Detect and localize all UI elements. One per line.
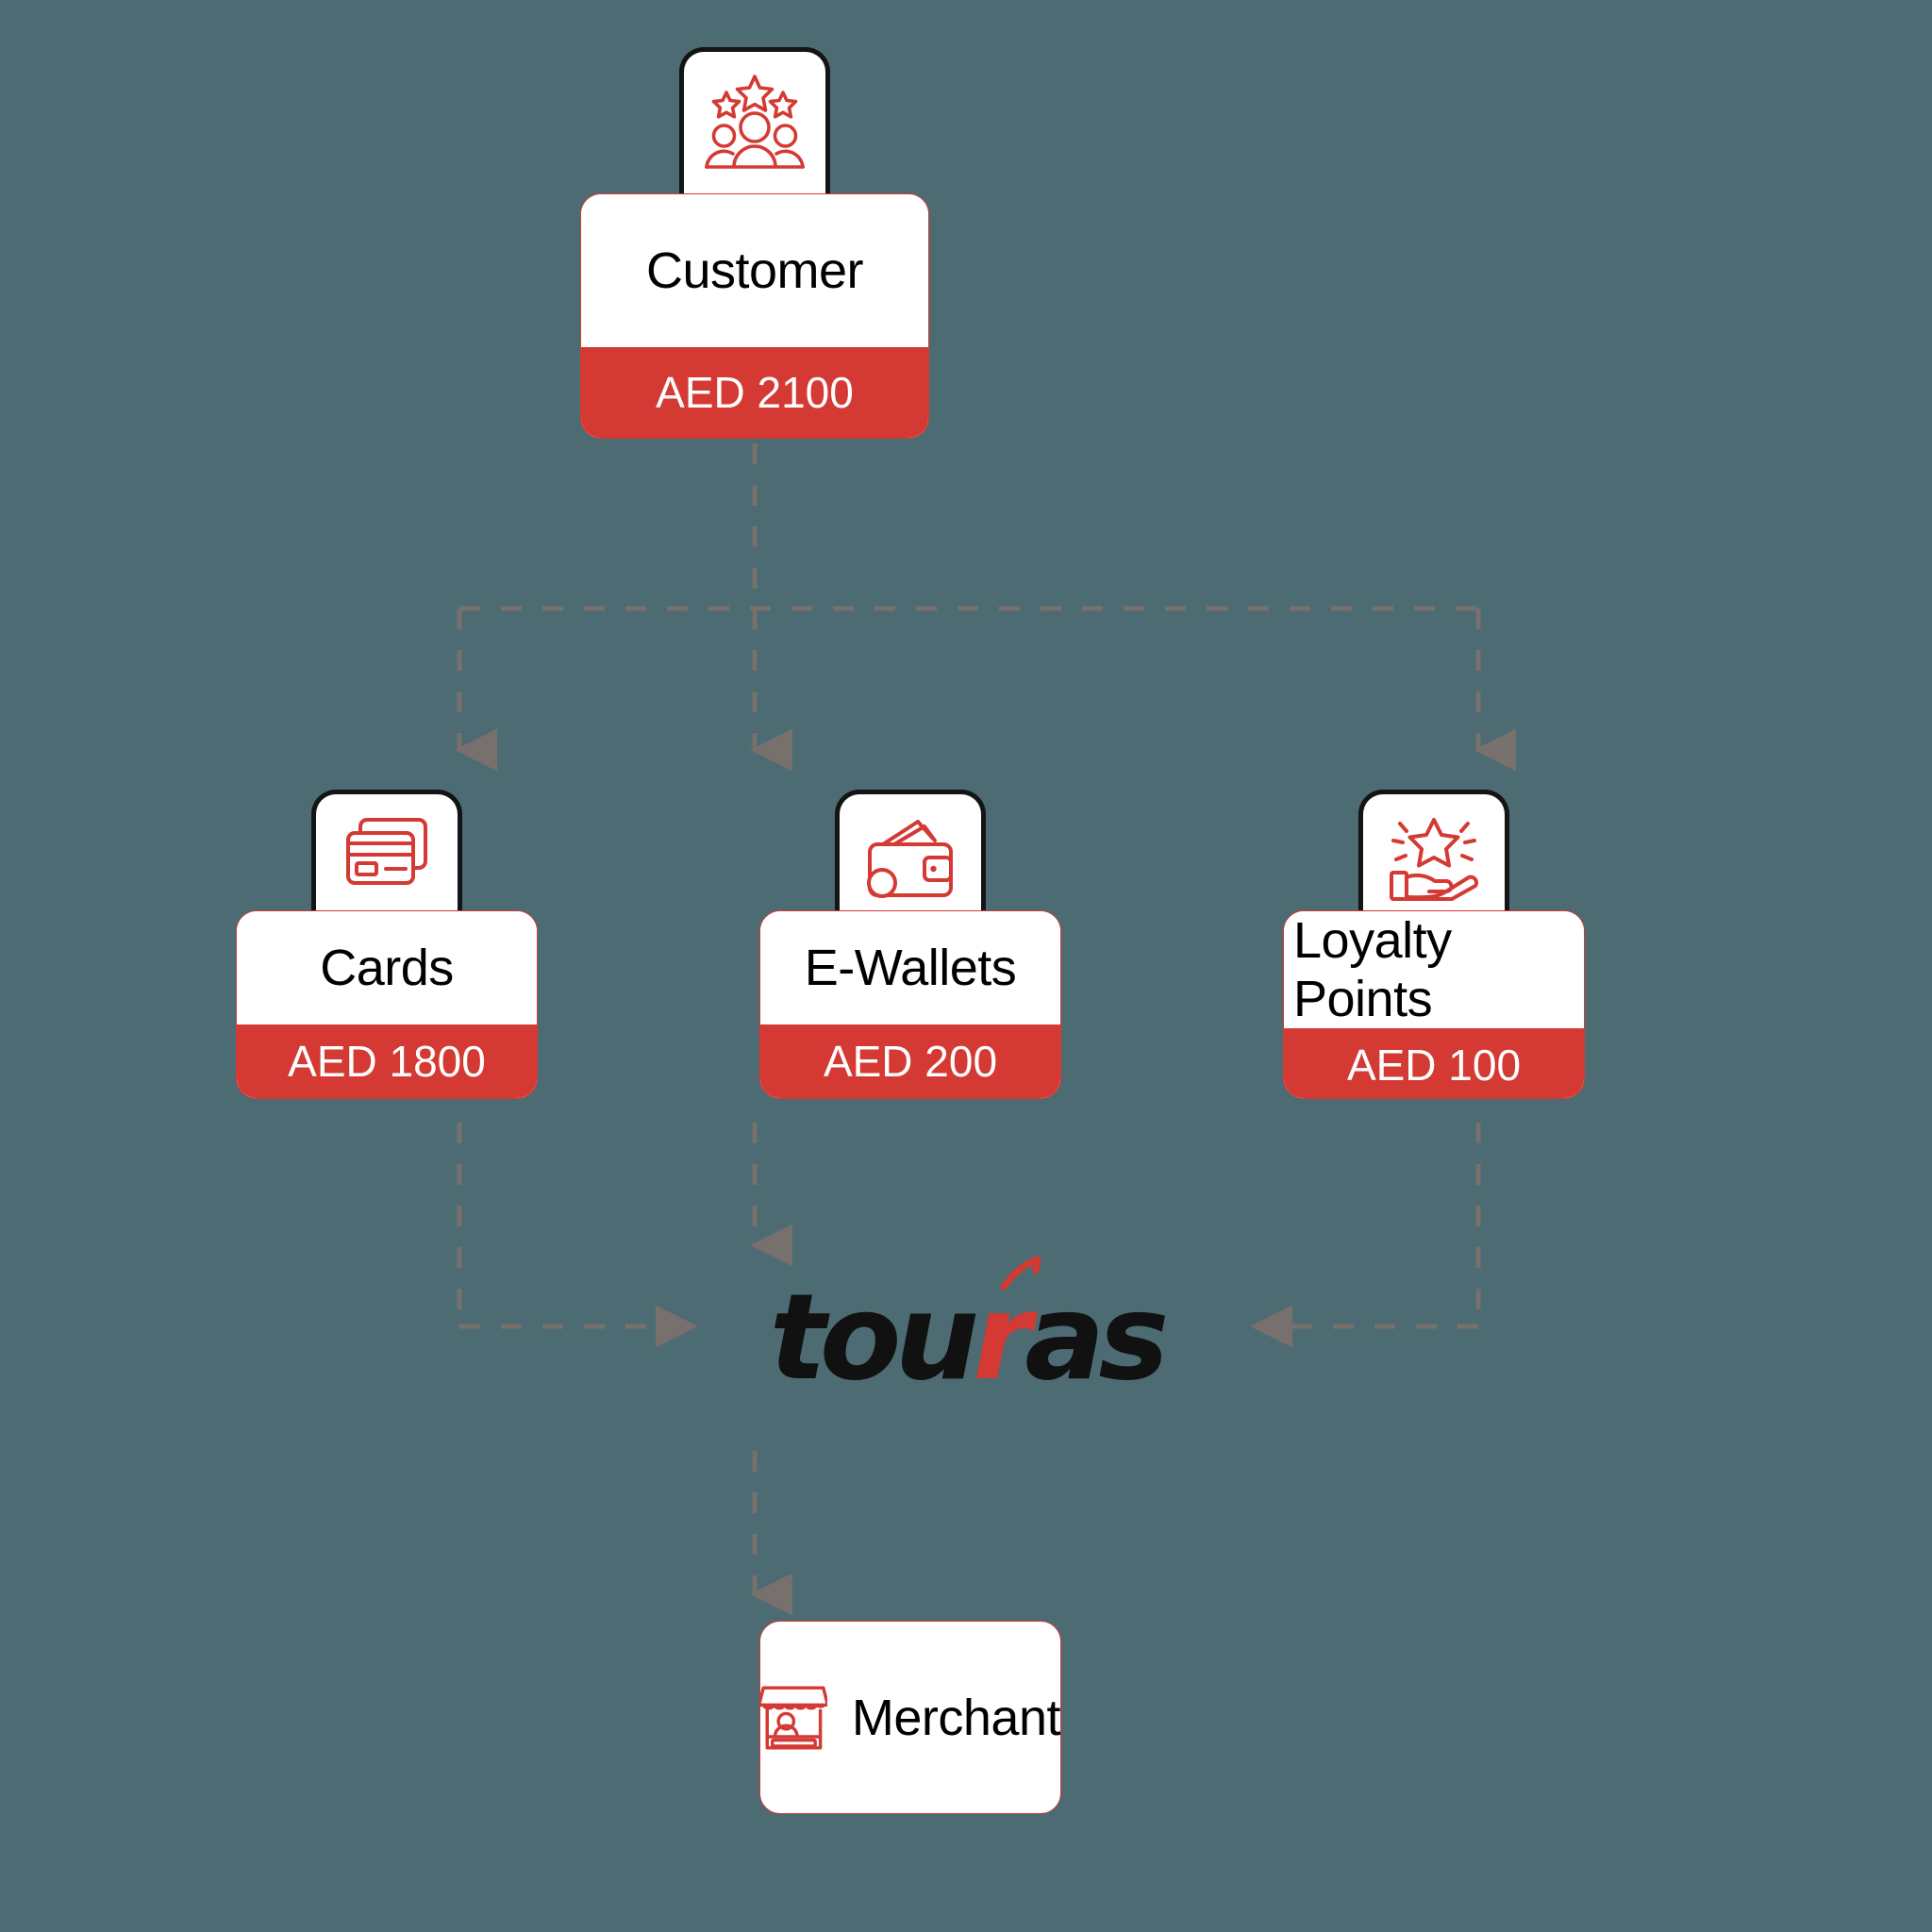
node-ewallets[interactable]: E-Wallets AED 200 — [759, 790, 1061, 1099]
customer-icon-badge — [679, 47, 830, 208]
loyalty-label: Loyalty Points — [1284, 911, 1584, 1028]
ewallets-amount: AED 200 — [760, 1024, 1060, 1098]
customer-card[interactable]: Customer AED 2100 — [580, 193, 929, 439]
touras-accent-letter: r — [973, 1256, 1041, 1407]
cards-amount: AED 1800 — [237, 1024, 537, 1098]
loyalty-amount: AED 100 — [1284, 1028, 1584, 1098]
ewallets-card[interactable]: E-Wallets AED 200 — [759, 910, 1061, 1099]
node-customer[interactable]: Customer AED 2100 — [580, 47, 929, 439]
hand-star-icon — [1390, 818, 1479, 901]
customer-amount: AED 2100 — [581, 347, 928, 438]
touras-prefix: tou — [769, 1268, 979, 1407]
merchant-label: Merchant — [851, 1689, 1061, 1746]
storefront-icon — [760, 1685, 827, 1750]
loyalty-icon-badge — [1358, 790, 1509, 926]
node-cards[interactable]: Cards AED 1800 — [236, 790, 538, 1099]
node-merchant[interactable]: Merchant — [759, 1621, 1061, 1814]
cards-label: Cards — [237, 911, 537, 1024]
ewallets-label: E-Wallets — [760, 911, 1060, 1024]
credit-cards-icon — [346, 818, 427, 885]
wallet-icon — [867, 820, 953, 898]
loyalty-card[interactable]: Loyalty Points AED 100 — [1283, 910, 1585, 1099]
ewallets-icon-badge — [835, 790, 986, 926]
merchant-card[interactable]: Merchant — [759, 1621, 1061, 1814]
cards-icon-badge — [311, 790, 462, 926]
node-loyalty[interactable]: Loyalty Points AED 100 — [1283, 790, 1585, 1099]
touras-suffix: as — [1024, 1268, 1169, 1407]
people-stars-icon — [705, 75, 805, 169]
customer-label: Customer — [581, 194, 928, 347]
cards-card[interactable]: Cards AED 1800 — [236, 910, 538, 1099]
